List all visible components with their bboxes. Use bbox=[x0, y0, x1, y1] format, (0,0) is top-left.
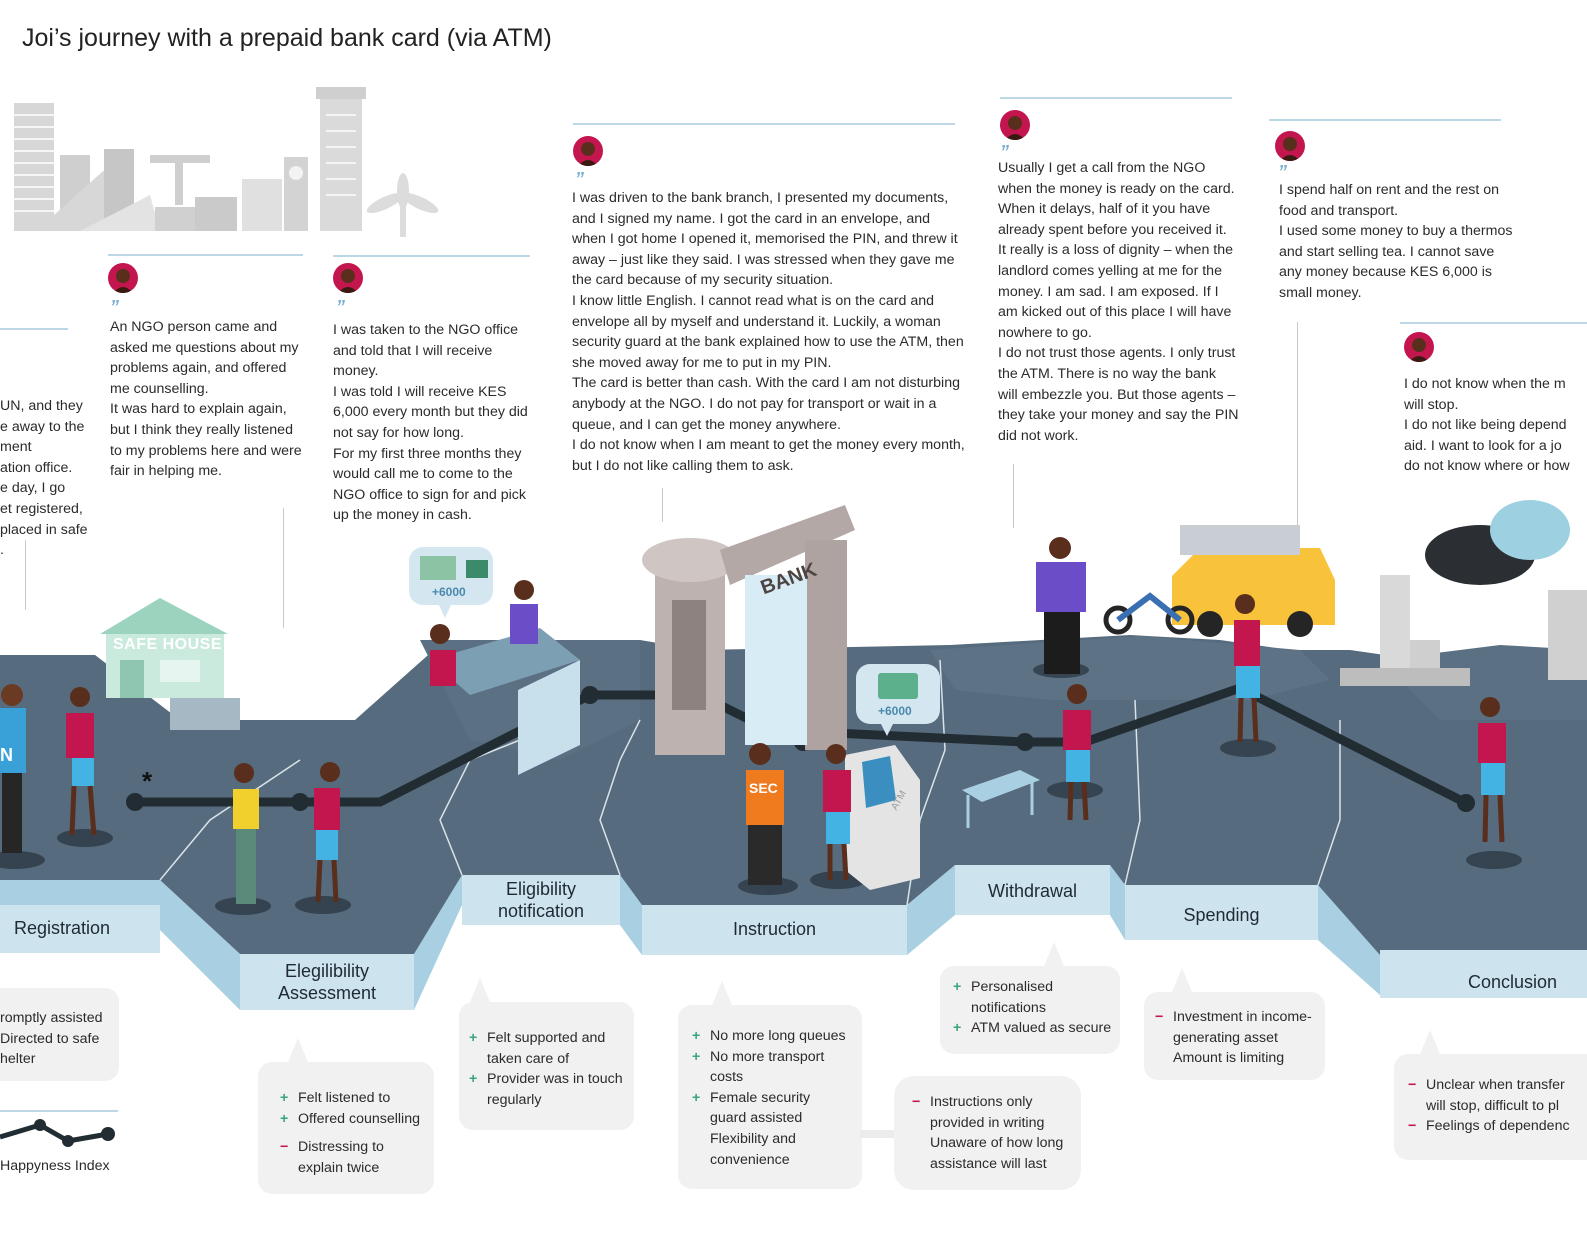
feedback-pointer bbox=[712, 981, 732, 1005]
city-skyline-illustration bbox=[14, 87, 439, 237]
happiness-index-legend-line bbox=[0, 1119, 115, 1147]
un-vest-label: N bbox=[0, 745, 13, 765]
quote-instruction: I was driven to the bank branch, I prese… bbox=[572, 190, 965, 474]
divider bbox=[333, 255, 530, 257]
feedback-registration: romptly assisted Directed to safe helter bbox=[0, 988, 119, 1081]
safe-house-sign: SAFE HOUSE bbox=[113, 636, 223, 653]
feedback-withdrawal: +Personalised notifications +ATM valued … bbox=[940, 966, 1120, 1054]
joi-avatar bbox=[1000, 110, 1030, 140]
stage-conclusion: Conclusion bbox=[1468, 972, 1558, 992]
feedback-pointer bbox=[1044, 942, 1064, 966]
quote-mark: ” bbox=[336, 297, 345, 317]
joi-avatar bbox=[1275, 131, 1305, 161]
joi-avatar bbox=[333, 263, 363, 293]
connector-line bbox=[1013, 464, 1014, 528]
connector-line bbox=[1297, 322, 1298, 622]
feedback-pointer bbox=[470, 978, 490, 1002]
divider bbox=[108, 254, 303, 256]
feedback-conclusion: −Unclear when transfer will stop, diffic… bbox=[1394, 1054, 1587, 1160]
quote-mark: ” bbox=[1278, 162, 1287, 182]
feedback-pointer bbox=[1172, 968, 1192, 992]
divider bbox=[1400, 322, 1587, 324]
stage-instruction: Instruction bbox=[732, 919, 817, 939]
feedback-notification: +Felt supported and taken care of +Provi… bbox=[459, 1002, 634, 1130]
amount-bubble-label: +6000 bbox=[432, 585, 466, 599]
connector-line bbox=[25, 540, 26, 610]
feedback-pointer bbox=[1420, 1030, 1440, 1054]
people-illustration bbox=[0, 537, 1506, 904]
quote-mark: ” bbox=[110, 297, 119, 317]
feedback-assessment: +Felt listened to +Offered counselling −… bbox=[258, 1062, 434, 1194]
connector-line bbox=[283, 508, 284, 628]
stage-withdrawal: Withdrawal bbox=[987, 881, 1078, 901]
feedback-pointer bbox=[288, 1038, 308, 1062]
feedback-instruction-positive: +No more long queues +No more transport … bbox=[678, 1005, 862, 1189]
divider bbox=[0, 1110, 118, 1112]
feedback-spending: −Investment in income- generating asset … bbox=[1144, 992, 1325, 1080]
amount-bubble-label: +6000 bbox=[878, 704, 912, 718]
quote-mark: ” bbox=[1000, 142, 1009, 162]
joi-avatar bbox=[108, 263, 138, 293]
page-title: Joi’s journey with a prepaid bank card (… bbox=[22, 24, 552, 52]
divider bbox=[573, 123, 955, 125]
security-vest-label: SEC bbox=[749, 780, 778, 796]
stage-spending: Spending bbox=[1183, 905, 1260, 925]
joi-avatar bbox=[573, 136, 603, 166]
feedback-connector bbox=[860, 1130, 896, 1138]
stage-registration: Registration bbox=[13, 918, 110, 938]
journey-scene-illustration bbox=[0, 500, 1587, 1010]
joi-avatar bbox=[1404, 332, 1434, 362]
divider bbox=[1269, 119, 1501, 121]
feedback-instruction-negative: −Instructions only provided in writing U… bbox=[894, 1076, 1081, 1190]
asterisk-marker: * bbox=[142, 766, 153, 796]
connector-line bbox=[662, 488, 663, 522]
divider bbox=[0, 328, 68, 330]
happiness-index-label: Happyness Index bbox=[0, 1158, 110, 1174]
divider bbox=[1000, 97, 1232, 99]
quote-mark: ” bbox=[575, 169, 584, 189]
